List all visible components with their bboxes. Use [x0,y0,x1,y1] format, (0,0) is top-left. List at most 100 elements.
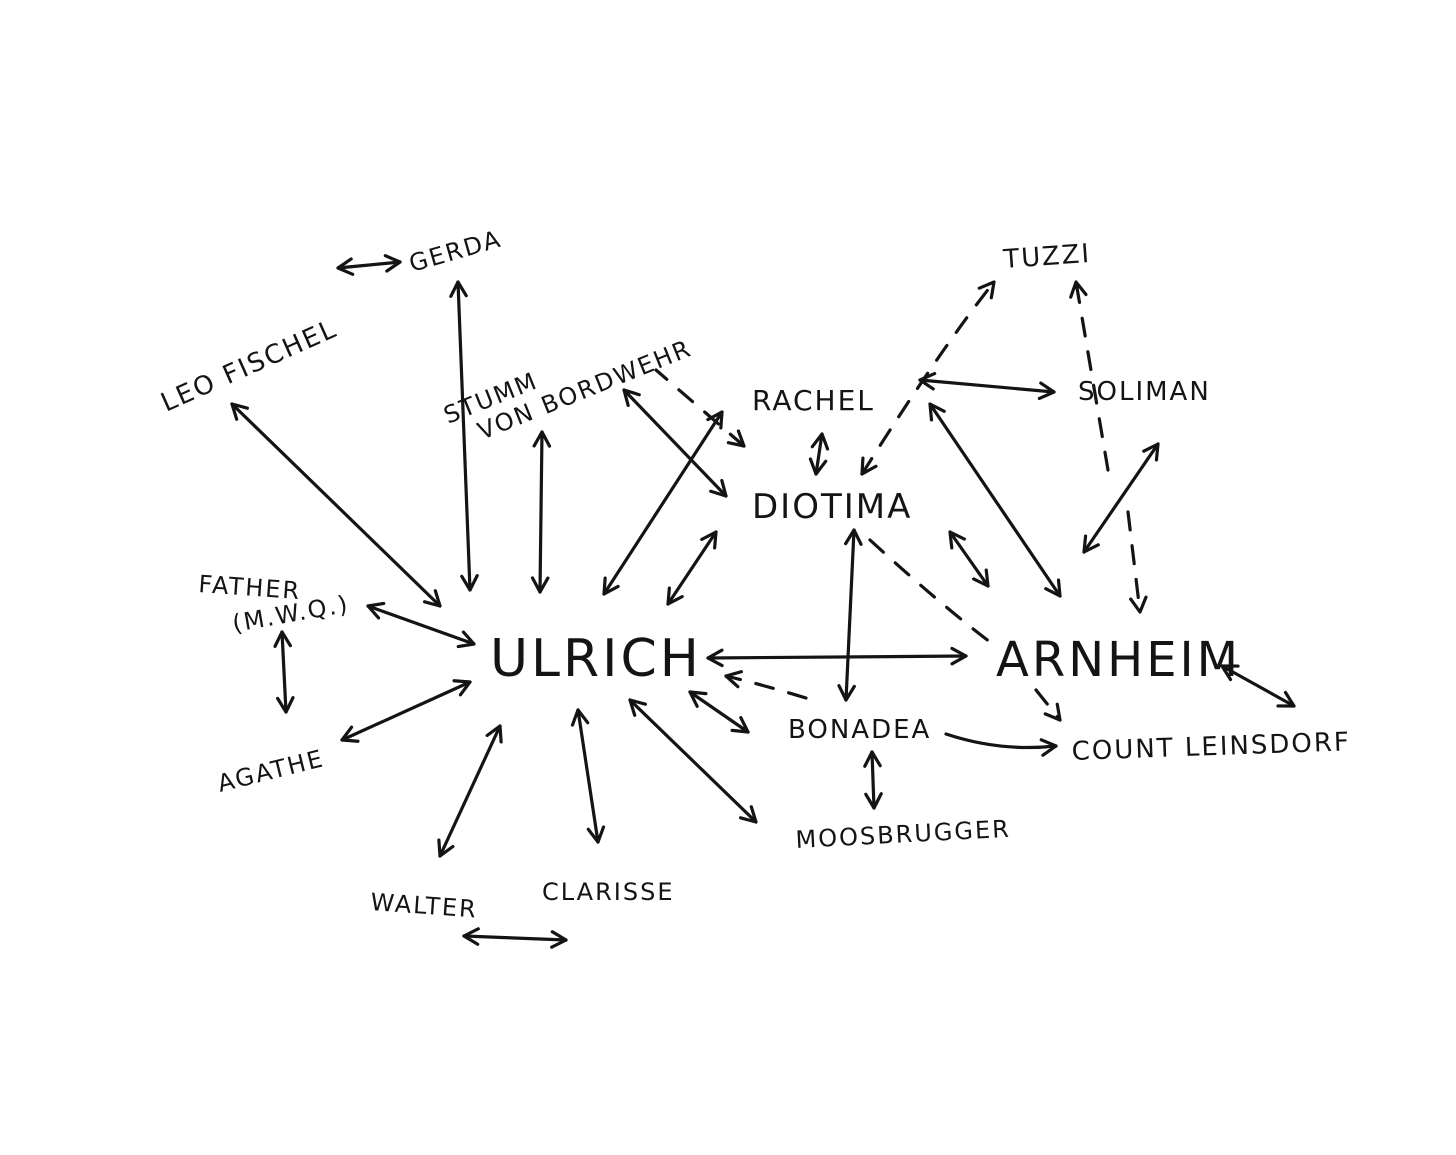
edge-bonadea-leinsdorf [944,732,1058,757]
edge-line [1126,510,1142,614]
edge-leo-gerda [336,254,402,276]
arrowhead-start [918,371,937,391]
edge-line [666,530,718,606]
edge-line [1220,664,1296,708]
arrowhead-end [706,410,724,430]
edge-diotima-arnheim [948,530,990,588]
edge-line [706,654,968,660]
arrowhead-end [383,254,402,273]
edge-rachel-soliman [918,371,1056,401]
edge-father-agathe [273,630,295,714]
edge-soliman-arnheim-dashed [1126,510,1148,614]
arrowhead-end [586,825,606,844]
edge-arnheim-leinsdorf-right [1220,664,1296,708]
node-label-moosbrugger: MOOSBRUGGER [795,815,1012,854]
arrowhead-end [1039,738,1058,757]
arrowhead-end [972,568,990,588]
arrowhead-end [738,805,758,824]
arrowhead-end [485,724,503,744]
arrowhead-end [724,670,743,689]
arrowhead-end [1037,381,1056,401]
arrowhead-start [1142,442,1160,462]
node-label-arnheim: ARNHEIM [996,632,1241,688]
edge-stumm-diotima [622,388,728,498]
edge-line [870,750,876,810]
node-label-gerda: GERDA [406,225,505,278]
arrowhead-start [462,927,480,946]
node-label-bonadea: BONADEA [788,715,931,745]
edge-ulrich-moosbrugger [628,698,758,824]
arrowhead-end [1082,534,1100,554]
edge-line [944,732,1058,750]
edge-bonadea-ulrich-dashed [724,670,808,700]
arrowhead-end [460,574,479,592]
edge-line [576,708,600,844]
edge-line [918,378,1056,394]
edge-diotima-arnheim-dashed [868,538,992,644]
arrowhead-start [340,725,360,743]
arrowhead-end [808,457,828,476]
edge-diotima-tuzzi [860,280,996,476]
edge-walter-clarisse [462,927,568,949]
edge-rachel-diotima [808,432,830,476]
edge-gerda-ulrich [449,280,479,592]
edge-line [340,680,472,742]
edge-line [622,388,728,498]
node-label-diotima: DIOTIMA [752,487,912,527]
edge-line [1074,280,1110,472]
node-label-ulrich: ULRICH [490,629,702,689]
edge-ulrich-diotima [666,530,718,606]
edge-bonadea-moosbrugger [863,750,883,810]
edge-clarisse-ulrich [570,708,606,844]
arrowhead-start [863,750,882,768]
edge-line [844,528,856,702]
arrowhead-start [273,630,292,648]
arrowhead-start [928,402,946,422]
arrowhead-start [726,429,746,448]
edge-line [462,934,568,942]
edge-line [280,630,288,714]
arrowhead-start [366,601,386,620]
arrowhead-end [1069,280,1088,299]
node-label-tuzzi: TUZZI [1001,239,1092,275]
arrowhead-end [709,478,728,498]
edge-line [456,280,472,592]
edge-line [814,432,824,476]
edge-line [860,280,996,476]
arrowhead-start [860,456,878,476]
arrowhead-end [550,930,568,949]
edge-line [538,430,544,594]
edge-line [948,530,990,588]
arrowhead-end [422,589,442,608]
arrowhead-end [700,530,718,550]
edge-line [868,538,992,644]
edge-soliman-arnheim [1082,442,1160,554]
arrowhead-end [452,679,472,697]
node-label-leo-fischel: LEO FISCHEL [157,314,342,418]
edge-stumm-diotima-dashed [654,368,746,448]
edge-leo-ulrich [230,402,442,608]
arrowhead-start [449,280,468,298]
edge-line [602,410,724,596]
arrowhead-end [730,716,750,734]
edge-line [1034,688,1062,722]
arrowhead-end [276,696,295,714]
arrowhead-start [688,690,708,708]
edge-line [366,604,476,646]
arrowhead-start [532,430,552,448]
arrowhead-start [1220,664,1240,682]
edge-ulrich-bonadea [688,690,750,734]
arrowhead-start [437,838,455,858]
arrowhead-start [628,698,648,717]
arrowhead-end [1044,578,1062,598]
edge-arnheim-leinsdorf [1034,688,1062,722]
node-label-walter: WALTER [370,888,479,923]
edge-line [688,690,750,734]
arrowhead-end [837,684,856,702]
edge-stumm-ulrich [530,430,552,594]
edge-diotima-bonadea [837,528,863,702]
node-label-count-leinsdorf: COUNT LEINSDORF [1071,727,1351,767]
edge-line [928,402,1062,598]
arrowhead-end [1276,690,1296,708]
